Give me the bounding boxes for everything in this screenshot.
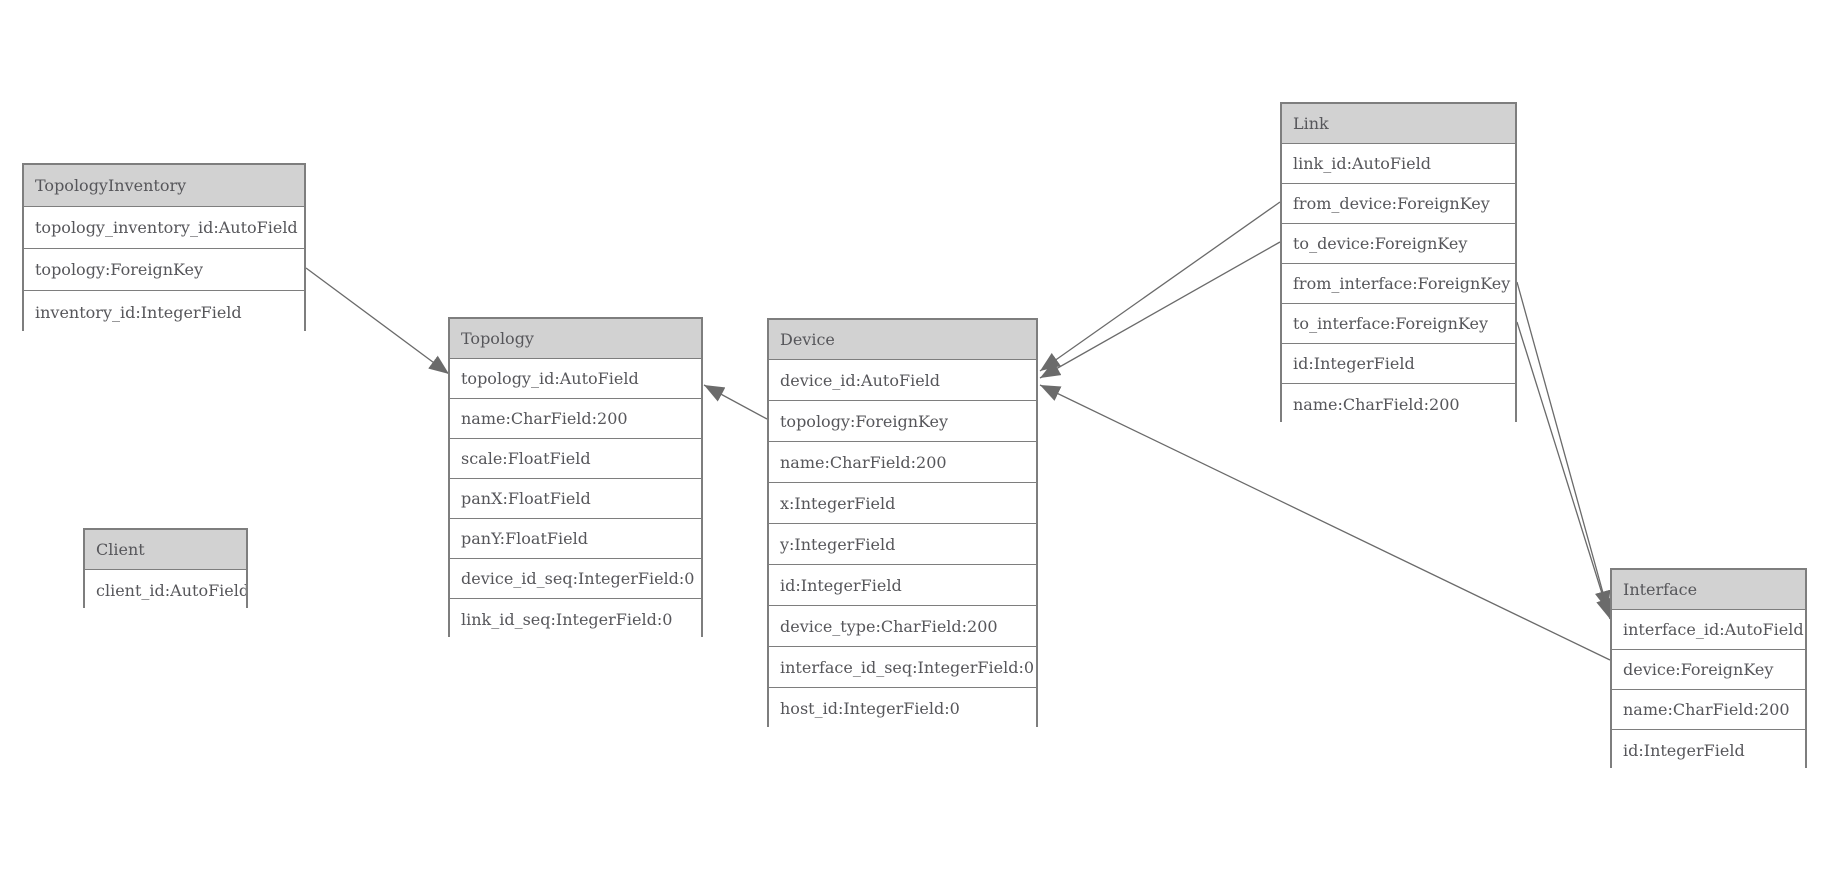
entity-field-row: topology:ForeignKey: [769, 401, 1036, 442]
entity-field-row: id:IntegerField: [1282, 344, 1515, 384]
entity-field-row: topology_inventory_id:AutoField: [24, 207, 304, 249]
entity-field-row: link_id_seq:IntegerField:0: [450, 599, 701, 639]
connector-link-to_device-to-device: [1039, 241, 1281, 379]
connector-device-topology-to-topology: [703, 384, 768, 420]
entity-field-row: to_device:ForeignKey: [1282, 224, 1515, 264]
connector-link-to_interface-to-interface: [1516, 321, 1612, 620]
entity-field-row: y:IntegerField: [769, 524, 1036, 565]
entity-field-row: link_id:AutoField: [1282, 144, 1515, 184]
entity-field-row: interface_id:AutoField: [1612, 610, 1805, 650]
entity-field-row: from_device:ForeignKey: [1282, 184, 1515, 224]
entity-field-row: device_type:CharField:200: [769, 606, 1036, 647]
entity-field-row: id:IntegerField: [1612, 730, 1805, 770]
entity-field-row: device_id_seq:IntegerField:0: [450, 559, 701, 599]
entity-title: TopologyInventory: [24, 165, 304, 207]
entity-field-row: interface_id_seq:IntegerField:0: [769, 647, 1036, 688]
entity-field-row: from_interface:ForeignKey: [1282, 264, 1515, 304]
entity-field-row: name:CharField:200: [1282, 384, 1515, 424]
entity-field-row: topology_id:AutoField: [450, 359, 701, 399]
entity-title: Device: [769, 320, 1036, 360]
entity-field-row: topology:ForeignKey: [24, 249, 304, 291]
entity-field-row: panX:FloatField: [450, 479, 701, 519]
connector-group: [305, 201, 1612, 661]
entity-field-row: client_id:AutoField: [85, 570, 246, 610]
entity-field-row: panY:FloatField: [450, 519, 701, 559]
entity-field-row: name:CharField:200: [450, 399, 701, 439]
entity-title: Topology: [450, 319, 701, 359]
entity-field-row: name:CharField:200: [769, 442, 1036, 483]
entity-field-row: device_id:AutoField: [769, 360, 1036, 401]
entity-field-row: id:IntegerField: [769, 565, 1036, 606]
entity-field-row: name:CharField:200: [1612, 690, 1805, 730]
entity-field-row: x:IntegerField: [769, 483, 1036, 524]
entity-title: Interface: [1612, 570, 1805, 610]
entity-title: Link: [1282, 104, 1515, 144]
connector-interface-device-to-device: [1039, 384, 1611, 661]
entity-field-row: scale:FloatField: [450, 439, 701, 479]
entity-field-row: inventory_id:IntegerField: [24, 291, 304, 333]
connector-link-from_device-to-device: [1039, 201, 1281, 372]
entity-field-row: to_interface:ForeignKey: [1282, 304, 1515, 344]
entity-field-row: host_id:IntegerField:0: [769, 688, 1036, 729]
connector-link-from_interface-to-interface: [1516, 281, 1611, 612]
entity-title: Client: [85, 530, 246, 570]
connector-topologyinventory-topology-to-topology: [305, 267, 450, 375]
entity-field-row: device:ForeignKey: [1612, 650, 1805, 690]
